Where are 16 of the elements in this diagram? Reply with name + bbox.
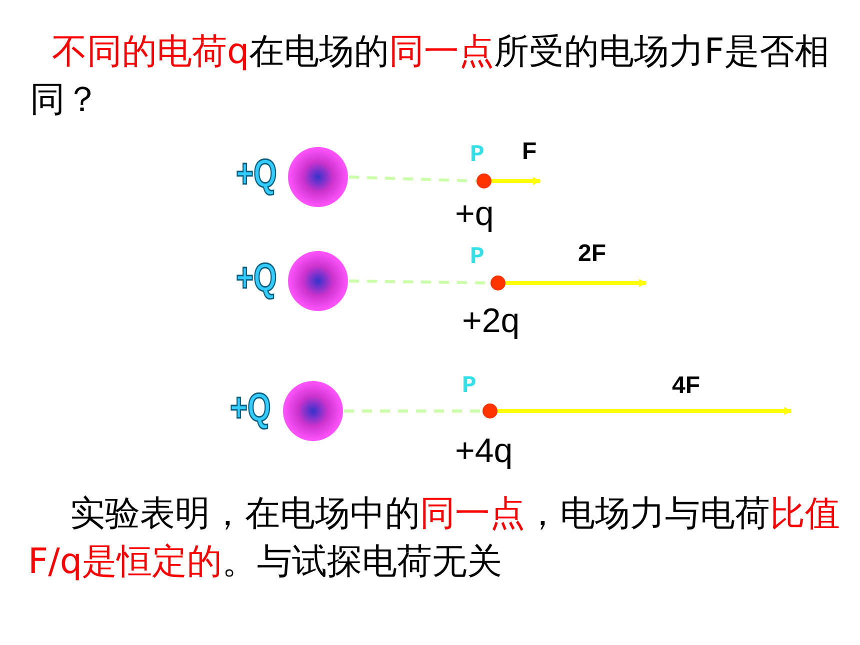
force-label: 2F xyxy=(578,240,606,268)
force-label: 4F xyxy=(672,372,700,400)
conclusion-text: 实验表明，在电场中的同一点，电场力与电荷比值F/q是恒定的。与试探电荷无关 xyxy=(28,493,841,584)
charge-label: +2q xyxy=(462,302,520,341)
charge-label: +Q xyxy=(236,152,277,197)
force-label: F xyxy=(522,138,537,166)
field-line xyxy=(344,410,482,412)
charge-label: +Q xyxy=(230,386,271,431)
charge-label: +Q xyxy=(236,256,277,301)
point-label: P xyxy=(470,142,484,169)
charge-label: +4q xyxy=(455,432,513,471)
question-text: 不同的电荷q在电场的同一点所受的电场力F是否相同？ xyxy=(30,31,830,122)
point-label: P xyxy=(470,244,484,271)
point-label: P xyxy=(462,373,476,400)
field-line xyxy=(348,176,476,182)
charge-label: +q xyxy=(455,195,494,234)
